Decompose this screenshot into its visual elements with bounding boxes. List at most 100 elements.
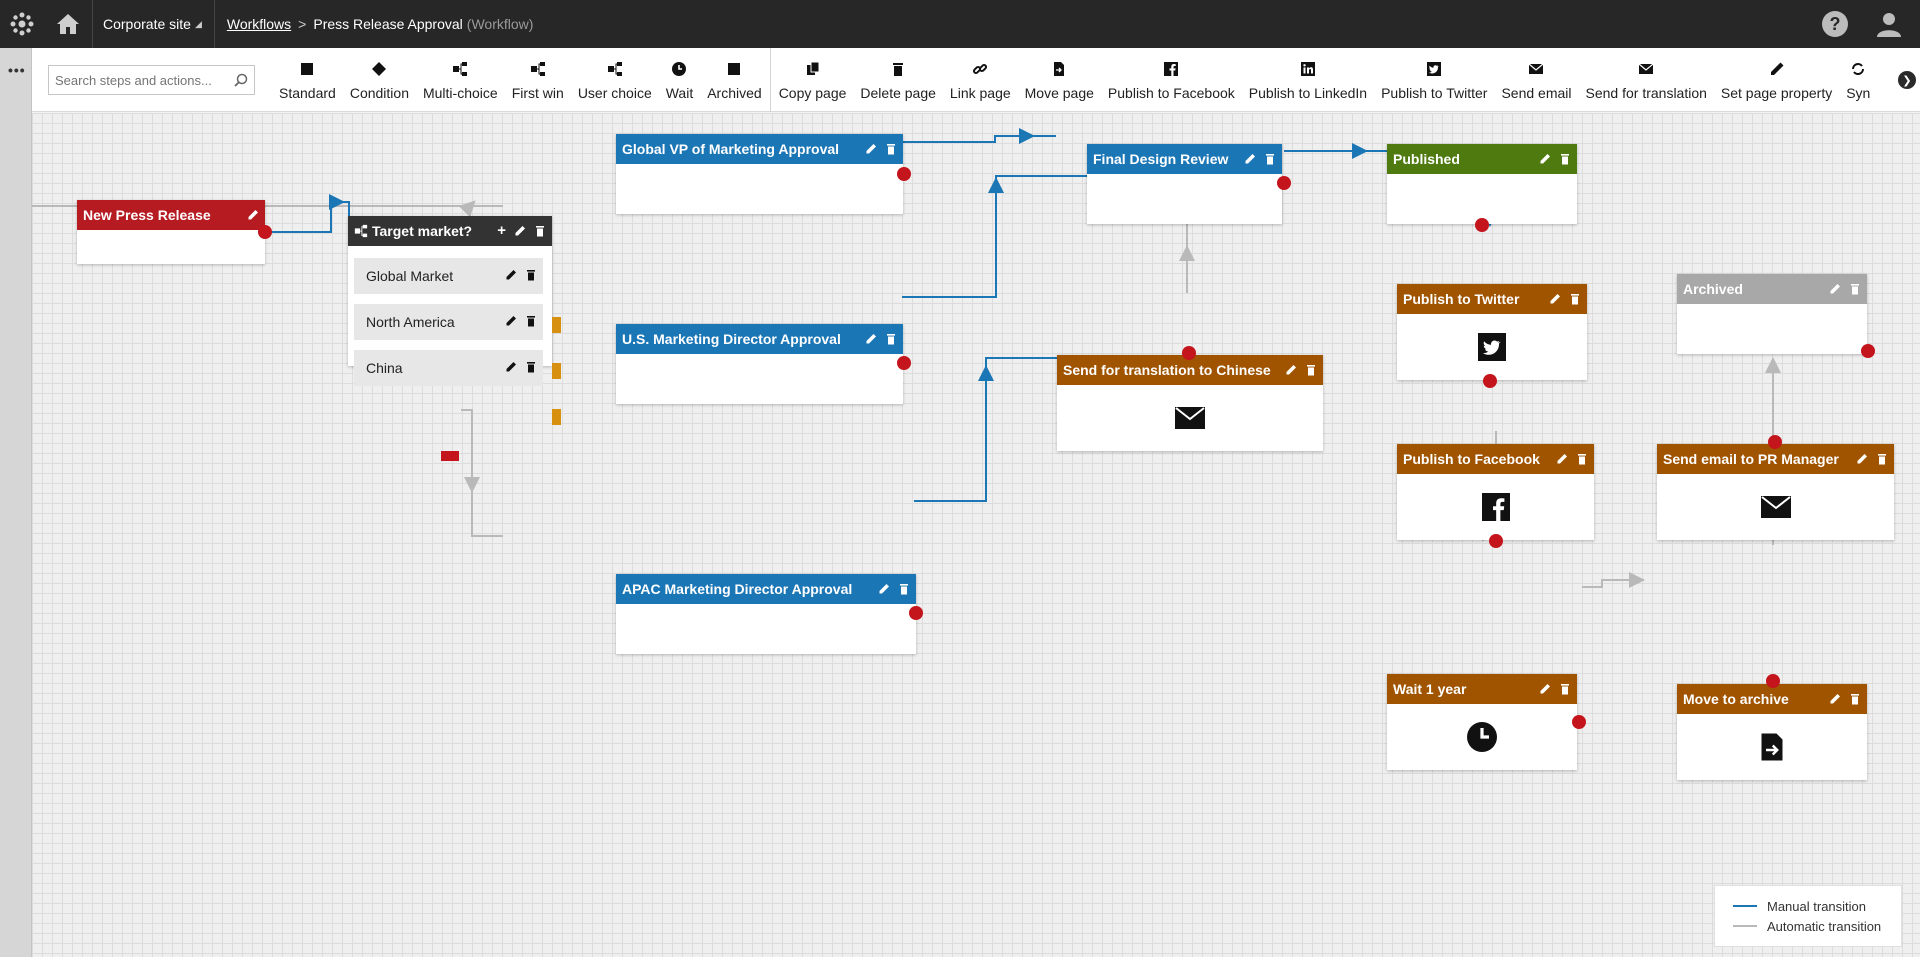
step-send-translation[interactable]: Send for translation to Chinese bbox=[1057, 355, 1323, 451]
trash-icon[interactable] bbox=[885, 333, 897, 345]
trash-icon[interactable] bbox=[525, 315, 537, 327]
trash-icon[interactable] bbox=[1559, 683, 1571, 695]
edit-icon[interactable] bbox=[247, 209, 259, 221]
step-final-design-review[interactable]: Final Design Review bbox=[1087, 144, 1282, 224]
source-connector[interactable] bbox=[1861, 344, 1875, 358]
tool-wait[interactable]: Wait bbox=[659, 48, 700, 112]
tool-link-page[interactable]: Link page bbox=[943, 48, 1018, 112]
trash-icon[interactable] bbox=[1569, 293, 1581, 305]
breadcrumb-workflows-link[interactable]: Workflows bbox=[226, 16, 292, 32]
edit-icon[interactable] bbox=[505, 315, 517, 327]
tool-send-email[interactable]: Send email bbox=[1494, 48, 1578, 112]
workflow-canvas[interactable]: New Press Release Target market? + Globa… bbox=[32, 113, 1920, 957]
step-wait-1-year[interactable]: Wait 1 year bbox=[1387, 674, 1577, 770]
source-connector[interactable] bbox=[1489, 534, 1503, 548]
trash-icon[interactable] bbox=[1876, 453, 1888, 465]
tool-publish-linkedin[interactable]: Publish to LinkedIn bbox=[1242, 48, 1374, 112]
trash-icon[interactable] bbox=[1264, 153, 1276, 165]
edit-icon[interactable] bbox=[505, 361, 517, 373]
target-connector[interactable] bbox=[1182, 346, 1196, 360]
choice-connector[interactable] bbox=[552, 317, 561, 333]
edit-icon[interactable] bbox=[1829, 283, 1841, 295]
source-connector[interactable] bbox=[1483, 374, 1497, 388]
add-icon[interactable]: + bbox=[497, 222, 506, 239]
app-logo-icon[interactable] bbox=[0, 0, 44, 48]
site-selector[interactable]: Corporate site ◢ bbox=[92, 0, 215, 48]
step-new-press-release[interactable]: New Press Release bbox=[77, 200, 265, 264]
edit-icon[interactable] bbox=[1556, 453, 1568, 465]
tool-archived[interactable]: Archived bbox=[700, 48, 768, 112]
choice-connector[interactable] bbox=[552, 409, 561, 425]
tool-user-choice[interactable]: User choice bbox=[571, 48, 659, 112]
caret-down-icon: ◢ bbox=[194, 18, 202, 29]
step-move-to-archive[interactable]: Move to archive bbox=[1677, 684, 1867, 780]
tool-set-page-property[interactable]: Set page property bbox=[1714, 48, 1839, 112]
edit-icon[interactable] bbox=[865, 333, 877, 345]
edit-icon[interactable] bbox=[1549, 293, 1561, 305]
search-icon[interactable] bbox=[234, 73, 248, 87]
trash-icon[interactable] bbox=[1305, 364, 1317, 376]
step-send-email-pr-manager[interactable]: Send email to PR Manager bbox=[1657, 444, 1894, 540]
tool-first-win[interactable]: First win bbox=[505, 48, 571, 112]
toolbar-scroll-right-button[interactable]: ❯ bbox=[1898, 71, 1916, 89]
trash-icon[interactable] bbox=[534, 225, 546, 237]
trash-icon[interactable] bbox=[525, 269, 537, 281]
target-connector[interactable] bbox=[1768, 435, 1782, 449]
edit-icon[interactable] bbox=[1856, 453, 1868, 465]
trash-icon[interactable] bbox=[898, 583, 910, 595]
search-input[interactable] bbox=[49, 66, 229, 94]
source-connector[interactable] bbox=[258, 225, 272, 239]
choice-connector[interactable] bbox=[552, 363, 561, 379]
trash-icon[interactable] bbox=[525, 361, 537, 373]
step-global-vp-approval[interactable]: Global VP of Marketing Approval bbox=[616, 134, 903, 214]
help-icon[interactable]: ? bbox=[1822, 11, 1848, 37]
step-target-market[interactable]: Target market? + Global Market North Ame… bbox=[348, 216, 552, 386]
source-connector[interactable] bbox=[1277, 176, 1291, 190]
trash-icon[interactable] bbox=[885, 143, 897, 155]
tool-publish-twitter[interactable]: Publish to Twitter bbox=[1374, 48, 1494, 112]
edit-icon[interactable] bbox=[1539, 683, 1551, 695]
tool-delete-page[interactable]: Delete page bbox=[853, 48, 943, 112]
edit-icon[interactable] bbox=[514, 225, 526, 237]
step-header: Final Design Review bbox=[1087, 144, 1282, 174]
home-icon[interactable] bbox=[44, 0, 92, 48]
target-connector[interactable] bbox=[1766, 674, 1780, 688]
source-connector[interactable] bbox=[1475, 218, 1489, 232]
tool-copy-page[interactable]: Copy page bbox=[772, 48, 854, 112]
source-connector[interactable] bbox=[909, 606, 923, 620]
step-publish-facebook[interactable]: Publish to Facebook bbox=[1397, 444, 1594, 540]
edit-icon[interactable] bbox=[1285, 364, 1297, 376]
step-published[interactable]: Published bbox=[1387, 144, 1577, 224]
source-connector[interactable] bbox=[897, 356, 911, 370]
source-connector[interactable] bbox=[1572, 715, 1586, 729]
tool-condition[interactable]: Condition bbox=[343, 48, 416, 112]
source-connector[interactable] bbox=[897, 167, 911, 181]
trash-icon[interactable] bbox=[1849, 693, 1861, 705]
step-archived[interactable]: Archived bbox=[1677, 274, 1867, 354]
tool-send-translation[interactable]: Send for translation bbox=[1579, 48, 1714, 112]
step-publish-twitter[interactable]: Publish to Twitter bbox=[1397, 284, 1587, 380]
trash-icon[interactable] bbox=[1849, 283, 1861, 295]
tool-standard[interactable]: Standard bbox=[272, 48, 343, 112]
edit-icon[interactable] bbox=[878, 583, 890, 595]
default-connector[interactable] bbox=[441, 451, 459, 461]
tool-publish-facebook[interactable]: Publish to Facebook bbox=[1101, 48, 1242, 112]
tool-move-page[interactable]: Move page bbox=[1018, 48, 1101, 112]
choice-north-america[interactable]: North America bbox=[354, 304, 543, 340]
edit-icon[interactable] bbox=[1539, 153, 1551, 165]
edit-icon[interactable] bbox=[1829, 693, 1841, 705]
choice-global-market[interactable]: Global Market bbox=[354, 258, 543, 294]
tool-sync[interactable]: Syn bbox=[1839, 48, 1877, 112]
tool-multi-choice[interactable]: Multi-choice bbox=[416, 48, 505, 112]
trash-icon[interactable] bbox=[1576, 453, 1588, 465]
edit-icon[interactable] bbox=[505, 269, 517, 281]
choice-china[interactable]: China bbox=[354, 350, 543, 386]
step-apac-director-approval[interactable]: APAC Marketing Director Approval bbox=[616, 574, 916, 654]
edit-icon[interactable] bbox=[865, 143, 877, 155]
trash-icon[interactable] bbox=[1559, 153, 1571, 165]
more-options-icon[interactable]: ••• bbox=[8, 62, 26, 78]
user-avatar-icon[interactable] bbox=[1874, 9, 1904, 39]
step-title: Publish to Twitter bbox=[1403, 291, 1520, 307]
edit-icon[interactable] bbox=[1244, 153, 1256, 165]
step-us-director-approval[interactable]: U.S. Marketing Director Approval bbox=[616, 324, 903, 404]
